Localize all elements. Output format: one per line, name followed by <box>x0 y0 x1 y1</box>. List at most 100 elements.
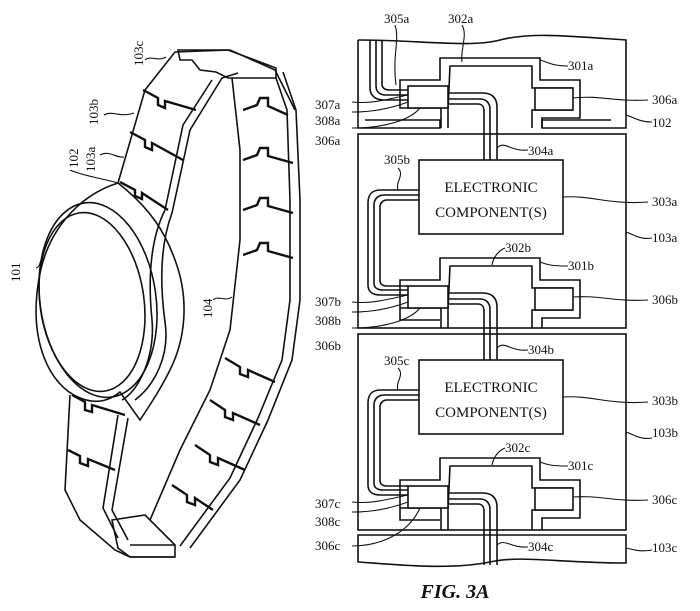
upper-joint-1 <box>119 180 169 212</box>
wire-304b-2 <box>448 298 491 360</box>
contact-306a <box>534 87 574 111</box>
leader-305a <box>394 24 398 86</box>
leader-306a <box>572 96 649 101</box>
leader-103c <box>144 56 167 61</box>
bottom-clasp <box>111 514 176 558</box>
right-joint-3 <box>242 196 294 215</box>
component-303a-line2: COMPONENT(S) <box>435 205 547 221</box>
label-302b: 302b <box>505 240 531 255</box>
label-103c: 103c <box>652 540 678 555</box>
label-306b: 306b <box>652 292 678 307</box>
wire-304c <box>448 492 498 565</box>
contact-307c <box>407 485 449 509</box>
connector-301a <box>399 57 581 128</box>
leader-307b <box>351 294 409 304</box>
leader-303b <box>562 396 649 404</box>
label-307c: 307c <box>315 496 341 511</box>
wire-305c <box>367 389 419 496</box>
label-305a: 305a <box>384 11 410 26</box>
leader-102 <box>69 169 119 184</box>
lower-joint-2 <box>67 448 116 472</box>
right-joint-5 <box>224 356 276 384</box>
label-103c: 103c <box>131 41 146 67</box>
schematic: ELECTRONIC COMPONENT(S) ELECTRONIC COMPO… <box>315 11 678 603</box>
leader-306c-left <box>351 507 421 547</box>
lower-joint-1 <box>71 393 126 417</box>
label-303b: 303b <box>652 393 678 408</box>
label-304b: 304b <box>528 342 554 357</box>
upper-band-mid <box>164 79 213 211</box>
label-306c-left: 306c <box>315 538 341 553</box>
leader-305c <box>396 367 402 391</box>
leader-306c <box>572 496 649 501</box>
upper-joint-3 <box>142 88 197 112</box>
leader-101 <box>35 257 45 269</box>
label-102: 102 <box>66 149 81 169</box>
label-305b: 305b <box>384 152 410 167</box>
leader-104 <box>212 296 233 301</box>
leader-103b <box>625 431 653 439</box>
label-103a: 103a <box>83 147 98 173</box>
connector-c-left-tab <box>399 508 440 521</box>
component-303a-line1: ELECTRONIC <box>444 180 537 196</box>
right-joint-6 <box>209 399 261 427</box>
top-clasp <box>177 49 277 79</box>
leader-304a <box>496 144 529 151</box>
housing-side-2 <box>134 212 173 401</box>
electronic-component-303a <box>418 159 564 235</box>
label-305c: 305c <box>384 353 410 368</box>
label-301b: 301b <box>568 258 594 273</box>
leader-301a <box>539 59 569 67</box>
wire-304b <box>448 292 498 360</box>
leader-307c <box>351 494 409 504</box>
contact-307b <box>407 285 449 309</box>
right-band-inner <box>149 77 241 521</box>
label-302c: 302c <box>505 440 531 455</box>
label-308c: 308c <box>315 514 341 529</box>
label-308a: 308a <box>315 113 341 128</box>
leader-102 <box>625 114 653 123</box>
wire-304c-3 <box>448 503 485 565</box>
label-103b: 103b <box>86 99 101 125</box>
wire-304b-3 <box>448 303 485 360</box>
wire-304a <box>448 92 498 160</box>
leader-304b <box>496 344 529 351</box>
leader-304c <box>496 541 529 548</box>
wire-305c-2 <box>373 394 419 491</box>
electronic-component-303b <box>418 359 564 435</box>
wire-304a-2 <box>448 98 491 160</box>
label-303a: 303a <box>652 194 678 209</box>
leader-308a <box>351 101 409 113</box>
leader-303a <box>562 196 649 204</box>
label-306a: 306a <box>652 92 678 107</box>
label-308b: 308b <box>315 313 341 328</box>
wire-305b-2 <box>373 194 419 291</box>
wire-305a-3 <box>381 40 408 91</box>
leader-302c <box>491 447 506 466</box>
leader-301c <box>539 461 569 467</box>
right-joint-8 <box>171 484 214 511</box>
upper-band-outer <box>117 49 296 184</box>
label-304c: 304c <box>528 539 554 554</box>
right-joint-2 <box>242 146 294 165</box>
leader-308b <box>351 301 409 313</box>
connector-b-left-tab <box>399 308 440 321</box>
leader-306b <box>572 296 649 301</box>
leader-307a <box>351 94 409 104</box>
leader-305b <box>396 167 402 191</box>
leader-308c <box>351 501 409 513</box>
component-303b-line1: ELECTRONIC <box>444 380 537 396</box>
wire-305b-3 <box>379 199 419 287</box>
wire-305a-2 <box>375 40 408 96</box>
right-band-mid <box>179 77 291 547</box>
label-301c: 301c <box>568 458 594 473</box>
schematic-labels: 305a 302a 301a 306a 102 307a 308a 306a 3… <box>315 11 678 555</box>
label-301a: 301a <box>568 58 594 73</box>
right-joint-4 <box>242 241 294 260</box>
housing-side <box>121 209 166 401</box>
wire-305b <box>367 189 419 296</box>
leader-103a <box>99 152 125 158</box>
label-307b: 307b <box>315 294 341 309</box>
leader-302b <box>491 247 506 266</box>
